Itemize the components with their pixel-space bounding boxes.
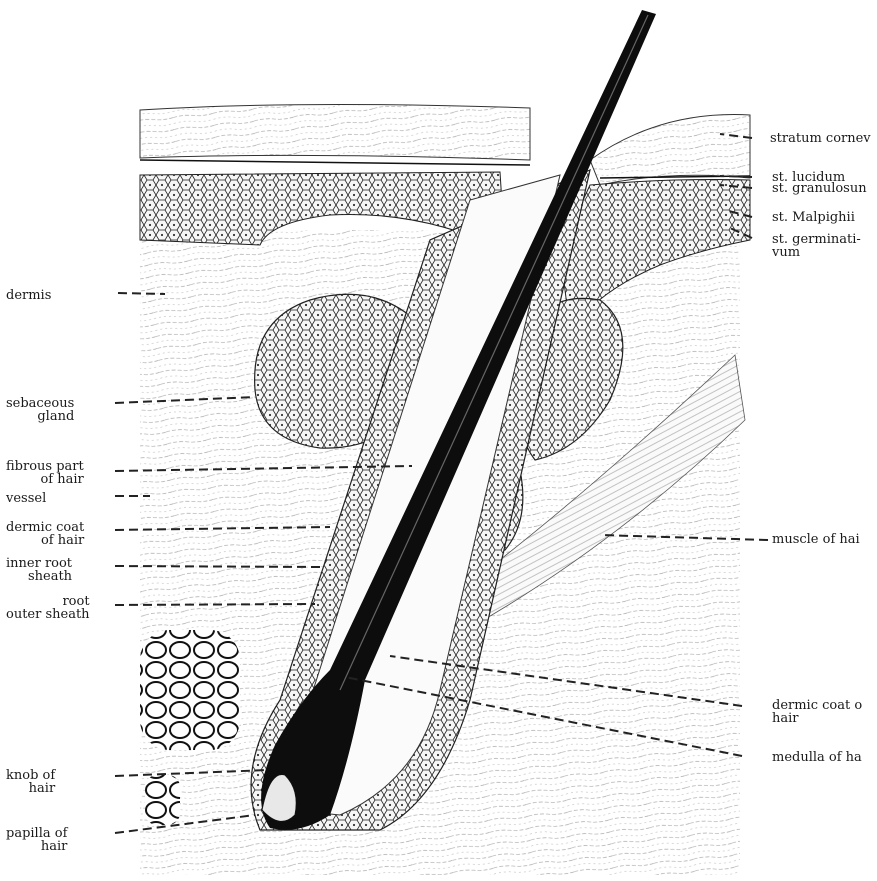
label-st-malpighii: st. Malpighii — [772, 211, 855, 224]
fat-cells-lower — [145, 775, 180, 825]
label-sebaceous-gland: sebaceous gland — [6, 397, 74, 423]
label-knob-of-hair: knob of hair — [6, 769, 55, 795]
label-papilla-of-hair: papilla of hair — [6, 827, 67, 853]
label-root-outer-sheath: root outer sheath — [6, 595, 90, 621]
label-muscle-of-hair: muscle of hai — [772, 533, 860, 546]
label-medulla-of-hair: medulla of ha — [772, 751, 862, 764]
label-dermic-coat-of-hair: dermic coat of hair — [6, 521, 84, 547]
label-stratum-corneum: stratum cornev — [770, 132, 871, 145]
label-fibrous-part-of-hair: fibrous part of hair — [6, 460, 84, 486]
label-inner-root-sheath: inner root sheath — [6, 557, 72, 583]
label-st-granulosum: st. granulosun — [772, 182, 867, 195]
label-st-germinativum: st. germinati- vum — [772, 233, 861, 259]
label-dermis: dermis — [6, 289, 51, 302]
label-vessel: vessel — [6, 492, 46, 505]
label-dermic-coat-of-hair-right: dermic coat o hair — [772, 699, 862, 725]
fat-cells — [140, 630, 240, 750]
